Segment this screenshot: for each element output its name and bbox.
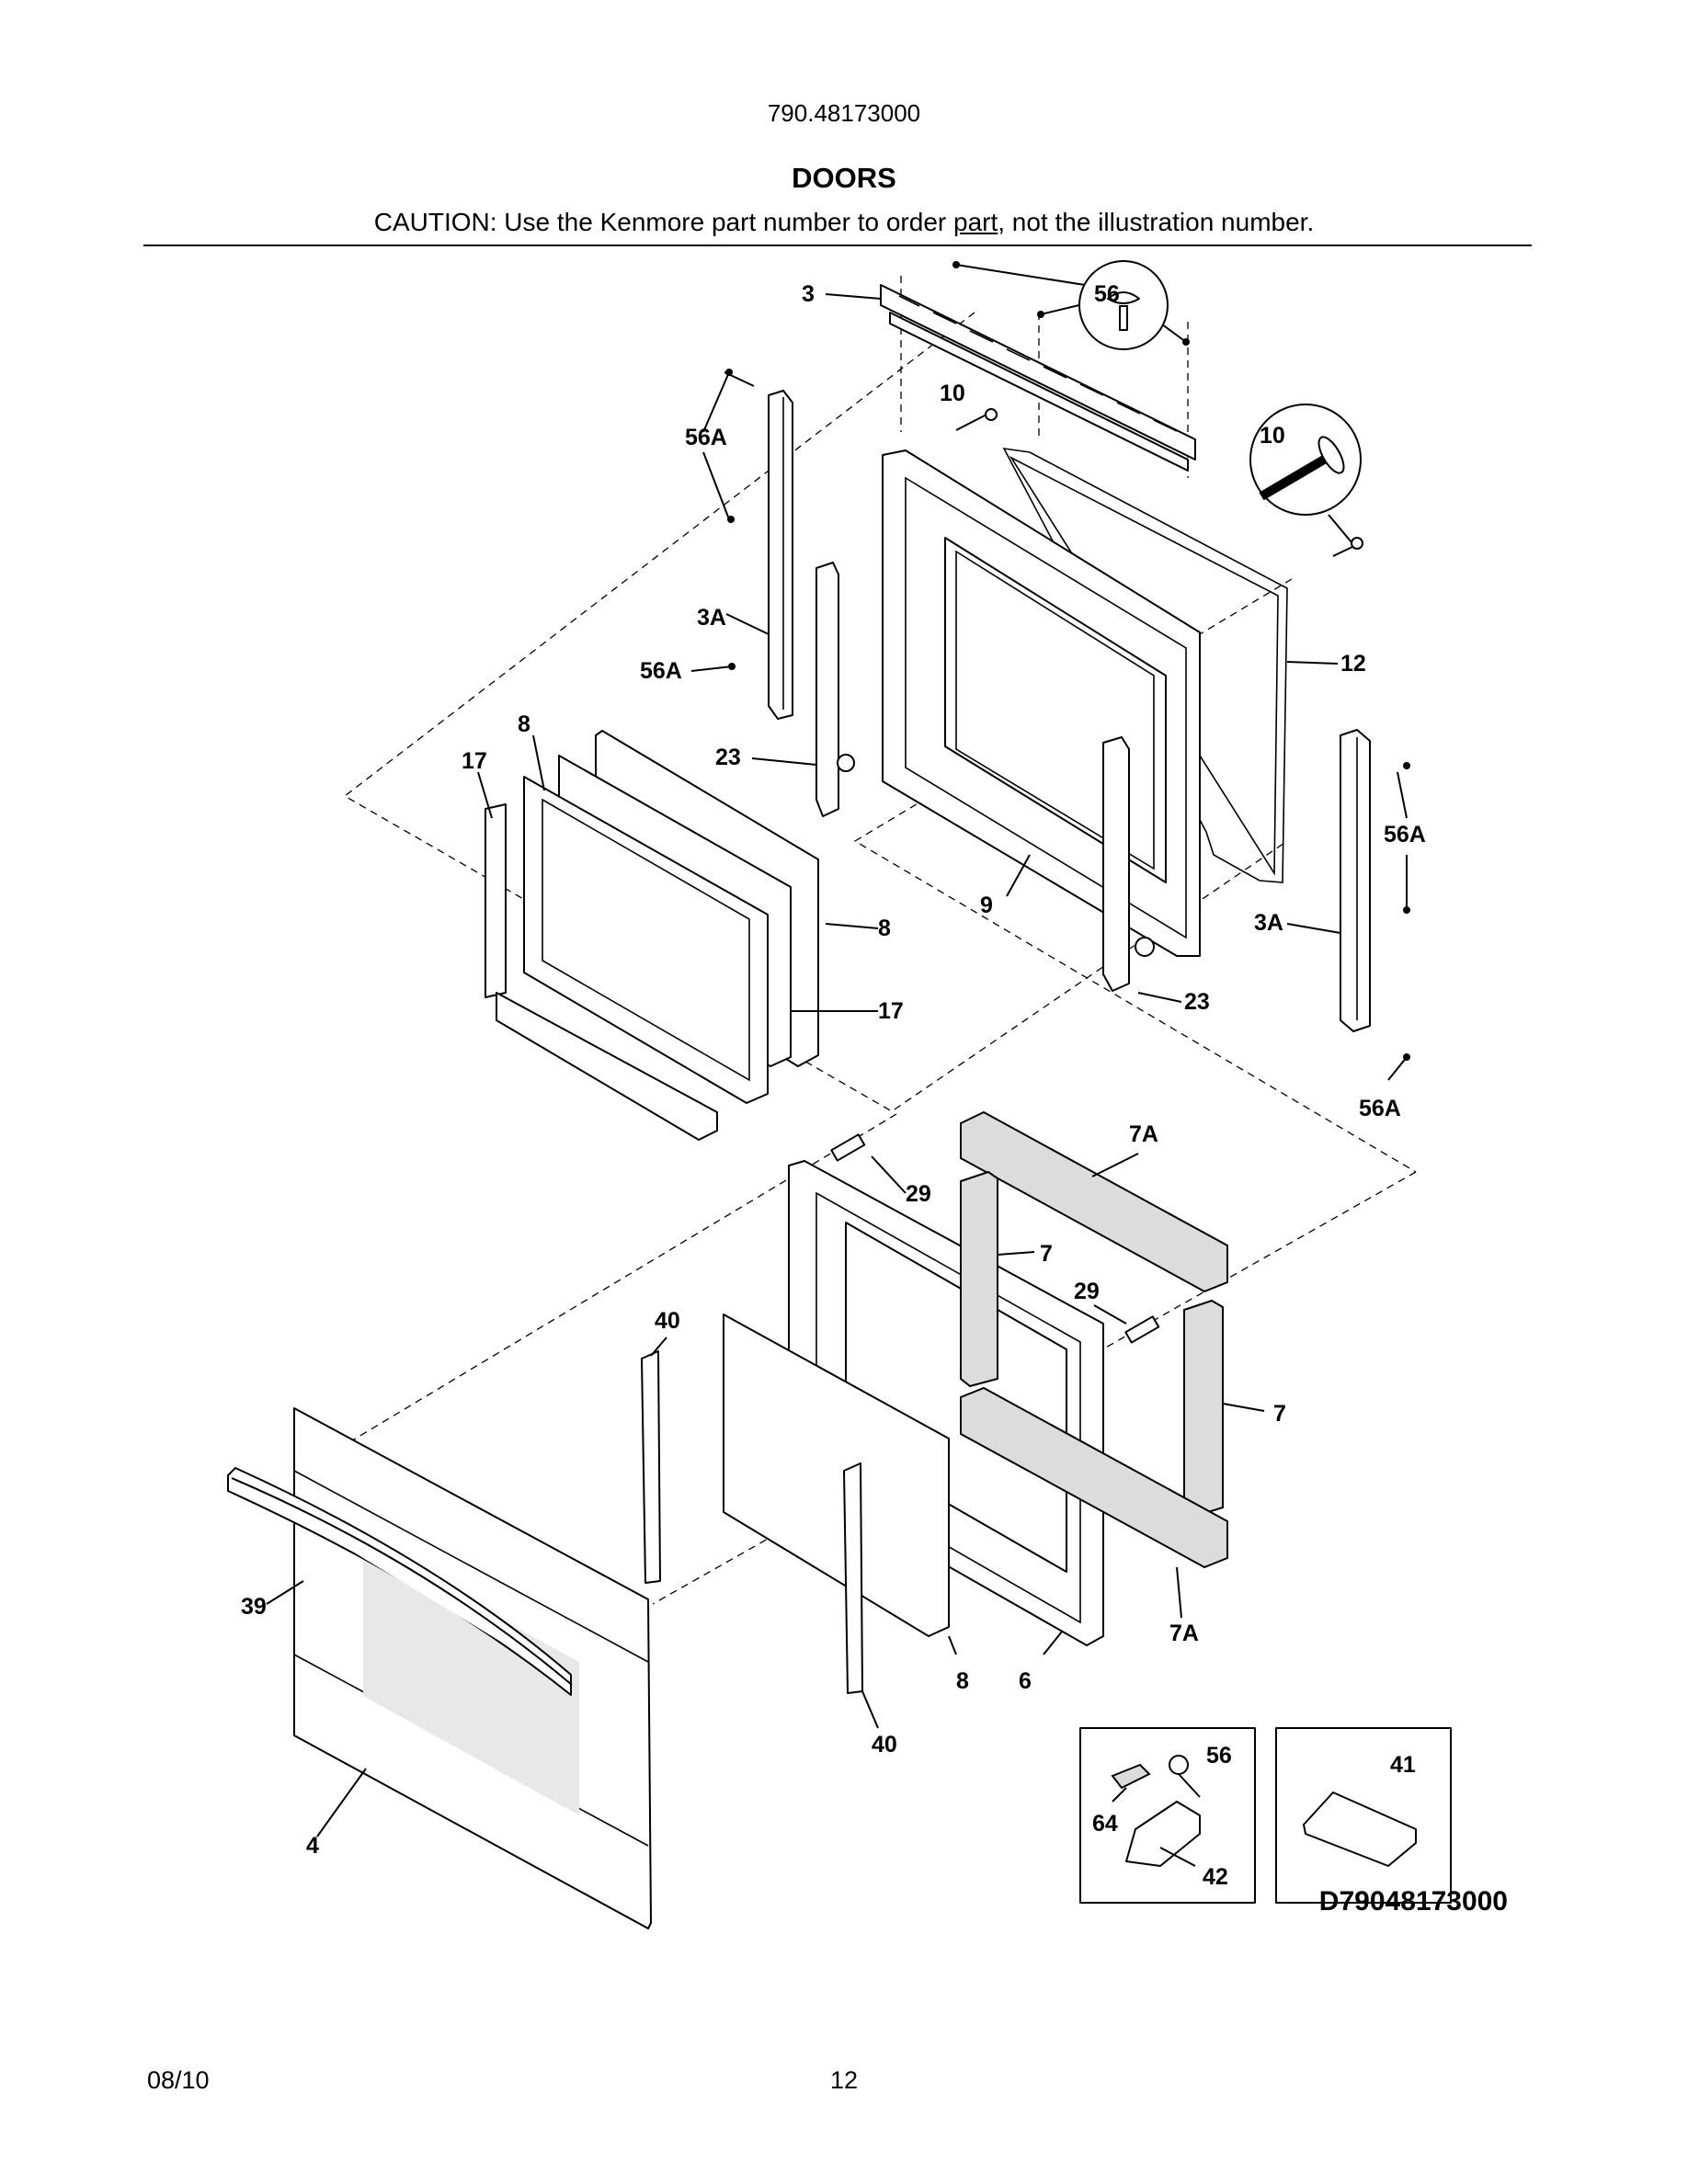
caution-text-underlined: part (953, 208, 998, 236)
callout-56a-2: 56A (640, 658, 682, 684)
callout-10-a: 10 (940, 381, 965, 406)
callout-8-right: 8 (878, 916, 891, 941)
callout-40-top: 40 (655, 1308, 680, 1334)
caution-text-before: CAUTION: Use the Kenmore part number to … (373, 208, 953, 236)
callout-41: 41 (1390, 1752, 1416, 1778)
callout-7a-bottom: 7A (1169, 1621, 1199, 1646)
callout-3: 3 (802, 281, 815, 307)
part-9-inner-frame (882, 449, 1201, 957)
inset-box-part-41 (1275, 1727, 1452, 1904)
screws-56 (952, 260, 1190, 350)
page-number: 12 (829, 2066, 859, 2094)
part-10-bolt (955, 404, 1363, 557)
callout-56-top: 56 (1094, 281, 1120, 307)
part-7-right-insulation (1183, 1299, 1224, 1519)
part-7-left-insulation (960, 1170, 998, 1388)
callout-56-inset: 56 (1206, 1743, 1232, 1769)
callout-56a-3: 56A (1384, 822, 1426, 847)
callout-29-b: 29 (1074, 1279, 1100, 1304)
callout-56a-1: 56A (685, 425, 727, 450)
callout-3a-left: 3A (697, 605, 726, 631)
callout-17-right: 17 (878, 998, 904, 1024)
callout-40-bottom: 40 (872, 1732, 897, 1757)
part-7a-top-insulation (960, 1110, 1228, 1293)
header-rule (143, 245, 1532, 246)
part-3a-left-channel (768, 390, 793, 720)
page-title: DOORS (792, 162, 896, 194)
callout-12: 12 (1340, 651, 1366, 677)
drawing-code: D79048173000 (1318, 1886, 1508, 1917)
part-8-17-glass-pack (485, 730, 819, 1141)
callout-42: 42 (1203, 1864, 1228, 1890)
callout-56a-4: 56A (1359, 1096, 1401, 1121)
footer-date: 08/10 (147, 2066, 210, 2094)
leader-lines (266, 293, 1408, 1867)
part-8-glass-panel (723, 1314, 950, 1637)
callout-17-left: 17 (462, 748, 487, 774)
callout-8-top: 8 (518, 711, 530, 737)
part-3a-right-channel (1340, 729, 1371, 1032)
callout-6: 6 (1019, 1668, 1032, 1694)
part-23-left-hinge (815, 562, 855, 817)
callout-10-b: 10 (1260, 423, 1285, 449)
callout-4: 4 (306, 1833, 319, 1859)
model-number: 790.48173000 (767, 99, 921, 127)
callout-9: 9 (980, 893, 993, 918)
callout-23-right: 23 (1184, 989, 1210, 1015)
part-7a-bottom-insulation (960, 1386, 1228, 1569)
callout-23-left: 23 (715, 745, 741, 770)
part-23-right-hinge (1102, 736, 1155, 992)
callout-29-a: 29 (906, 1181, 931, 1207)
caution-text-after: , not the illustration number. (998, 208, 1315, 236)
callout-39: 39 (241, 1594, 267, 1620)
part-29-pins (830, 1133, 1160, 1344)
callout-3a-right: 3A (1254, 910, 1283, 936)
callout-64: 64 (1092, 1811, 1118, 1837)
part-4-outer-door (293, 1407, 652, 1929)
callout-7-a: 7 (1040, 1241, 1053, 1267)
callout-7a-top: 7A (1129, 1121, 1158, 1147)
callout-7-b: 7 (1273, 1401, 1286, 1427)
inset-box-hinge-hardware (1079, 1727, 1256, 1904)
callout-labels: 3 56 10 10 56A 3A 56A 8 17 23 12 56A 9 3… (241, 281, 1426, 1890)
part-40-brackets (641, 1350, 863, 1694)
part-39-handle (227, 1467, 573, 1696)
caution-note: CAUTION: Use the Kenmore part number to … (0, 208, 1688, 237)
callout-8-bottom: 8 (956, 1668, 969, 1694)
